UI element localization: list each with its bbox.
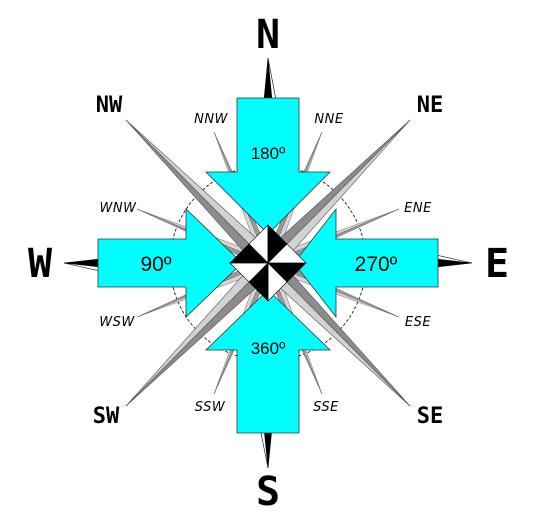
degree-label-bottom: 360º xyxy=(251,339,286,358)
center-pinwheel xyxy=(229,224,307,302)
label-northwest: NW xyxy=(96,93,123,118)
label-ese: ESE xyxy=(405,315,431,330)
label-nne: NNE xyxy=(314,112,343,127)
label-west: W xyxy=(28,241,53,287)
label-wnw: WNW xyxy=(100,201,138,216)
label-southwest: SW xyxy=(93,404,120,429)
intercardinal-rays xyxy=(125,119,411,407)
arrow-left xyxy=(97,208,243,318)
label-ene: ENE xyxy=(404,201,432,216)
arrow-top xyxy=(205,97,331,235)
center-black-left xyxy=(229,243,269,264)
label-northeast: NE xyxy=(417,93,444,118)
label-nnw: NNW xyxy=(194,112,228,127)
label-east: E xyxy=(485,241,509,287)
label-north: N xyxy=(256,12,280,58)
degree-label-top: 180º xyxy=(251,144,286,163)
degree-label-left: 90º xyxy=(140,253,171,276)
arrow-right xyxy=(293,207,439,319)
label-wsw: WSW xyxy=(99,315,135,330)
label-sse: SSE xyxy=(313,400,339,415)
label-ssw: SSW xyxy=(195,400,226,415)
label-southeast: SE xyxy=(417,404,444,429)
degree-label-right: 270º xyxy=(355,253,398,276)
label-south: S xyxy=(256,469,280,515)
cyan-arrows xyxy=(97,97,439,434)
arrow-bottom xyxy=(205,289,331,434)
